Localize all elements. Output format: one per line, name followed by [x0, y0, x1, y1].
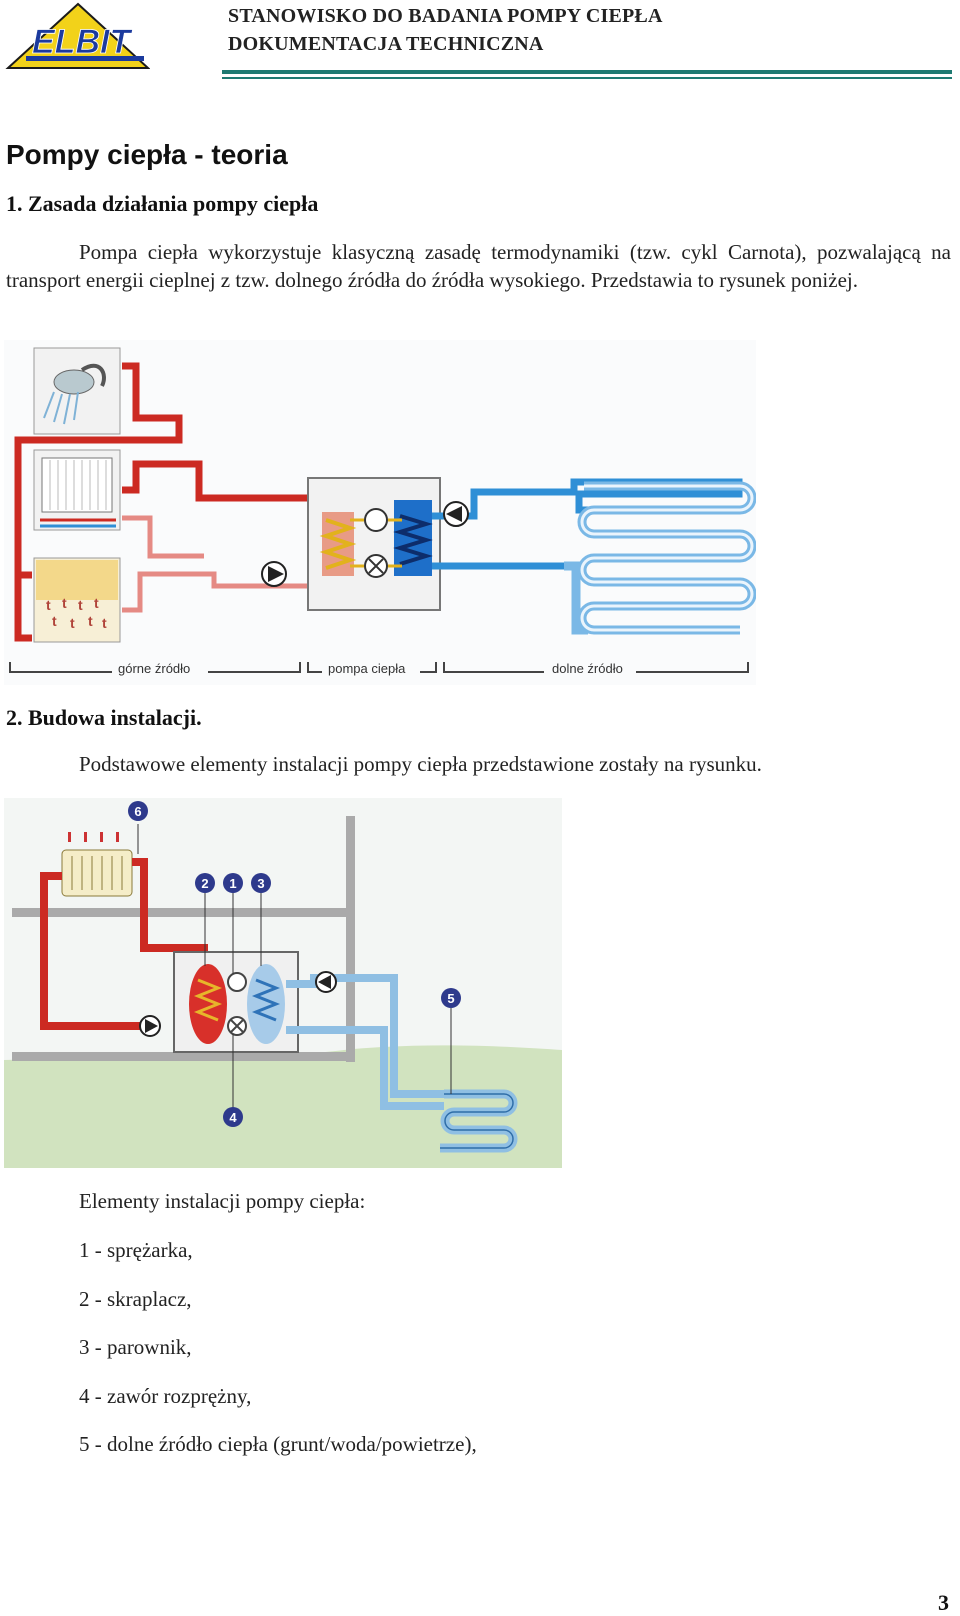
ground-area [4, 1045, 562, 1168]
logo-text: ELBIT [32, 23, 133, 61]
svg-text:2: 2 [201, 876, 208, 891]
list-item: 3 - parownik, [79, 1335, 192, 1359]
svg-text:5: 5 [447, 991, 454, 1006]
svg-text:t: t [62, 595, 67, 611]
label-heat-pump: pompa ciepła [328, 661, 406, 676]
svg-text:4: 4 [229, 1110, 237, 1125]
svg-text:t: t [102, 615, 107, 631]
marker-6 [128, 801, 148, 821]
evaporator-icon [247, 964, 285, 1044]
section1-paragraph: Pompa ciepła wykorzystuje klasyczną zasa… [6, 240, 951, 292]
list-item: 2 - skraplacz, [79, 1287, 192, 1311]
header-rule-thin [222, 77, 952, 79]
svg-text:1: 1 [229, 876, 236, 891]
installation-diagram: 6 2 1 3 5 4 [4, 798, 562, 1168]
elements-title: Elementy instalacji pompy ciepła: [79, 1189, 366, 1213]
list-item: 1 - sprężarka, [79, 1238, 193, 1262]
compressor-icon [364, 508, 388, 532]
list-item: 4 - zawór rozprężny, [79, 1384, 252, 1408]
condenser-icon [189, 964, 227, 1044]
compressor-icon [227, 972, 247, 992]
section2-heading: 2. Budowa instalacji. [6, 705, 202, 730]
marker-1 [223, 873, 243, 893]
radiator-icon [41, 457, 113, 513]
label-upper-source: górne źródło [118, 661, 190, 676]
header: ELBIT STANOWISKO DO BADANIA POMPY CIEPŁA… [0, 0, 960, 80]
shower-head-icon [53, 369, 95, 395]
marker-2 [195, 873, 215, 893]
section-title: Pompy ciepła - teoria [6, 139, 288, 170]
svg-text:t: t [78, 597, 83, 613]
logo-triangle [5, 2, 150, 69]
svg-text:3: 3 [257, 876, 264, 891]
elbit-logo: ELBIT [5, 2, 150, 69]
marker-3 [251, 873, 271, 893]
marker-4 [223, 1107, 243, 1127]
svg-text:t: t [70, 615, 75, 631]
page-number: 3 [938, 1590, 949, 1615]
svg-text:t: t [88, 613, 93, 629]
svg-text:t: t [46, 597, 51, 613]
header-rule-thick [222, 70, 952, 74]
svg-text:t: t [94, 595, 99, 611]
svg-text:t: t [52, 613, 57, 629]
logo-underline [26, 56, 144, 61]
svg-text:6: 6 [134, 804, 141, 819]
list-item: 5 - dolne źródło ciepła (grunt/woda/powi… [79, 1432, 477, 1456]
header-title-line2: DOKUMENTACJA TECHNICZNA [228, 33, 544, 55]
section2-paragraph: Podstawowe elementy instalacji pompy cie… [79, 752, 762, 776]
marker-5 [441, 988, 461, 1008]
label-lower-source: dolne źródło [552, 661, 623, 676]
header-title-line1: STANOWISKO DO BADANIA POMPY CIEPŁA [228, 5, 663, 27]
section1-heading: 1. Zasada działania pompy ciepła [6, 191, 319, 216]
